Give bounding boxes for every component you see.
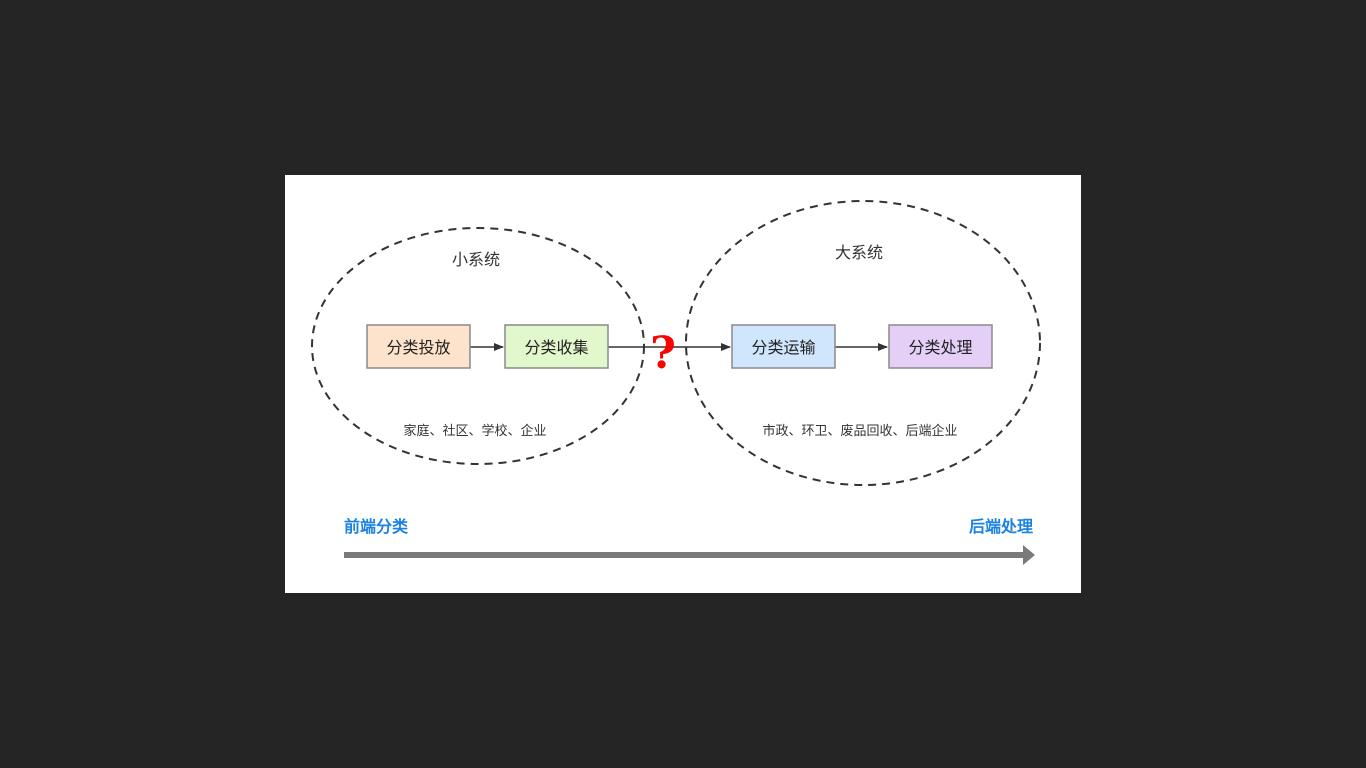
progress-axis-arrow xyxy=(344,545,1035,565)
node-sort-dispose-label: 分类投放 xyxy=(386,338,450,357)
node-sort-process-label: 分类处理 xyxy=(908,338,972,357)
axis-start-label: 前端分类 xyxy=(344,517,409,536)
small-system-boundary xyxy=(311,227,645,465)
large-system-boundary xyxy=(685,200,1041,486)
small-system-caption: 家庭、社区、学校、企业 xyxy=(403,423,546,439)
diagram-canvas: 小系统 家庭、社区、学校、企业 大系统 市政、环卫、废品回收、后端企业 ? 分类… xyxy=(285,175,1081,593)
node-sort-collect: 分类收集 xyxy=(504,324,609,369)
node-sort-collect-label: 分类收集 xyxy=(524,338,588,357)
node-sort-dispose: 分类投放 xyxy=(366,324,471,369)
flow-diagram: 小系统 家庭、社区、学校、企业 大系统 市政、环卫、废品回收、后端企业 ? 分类… xyxy=(311,200,1041,565)
axis-end-label: 后端处理 xyxy=(969,517,1033,536)
large-system-caption: 市政、环卫、废品回收、后端企业 xyxy=(762,423,957,439)
node-sort-process: 分类处理 xyxy=(888,324,993,369)
small-system-title: 小系统 xyxy=(452,250,500,269)
node-sort-transport: 分类运输 xyxy=(731,324,836,369)
large-system-title: 大系统 xyxy=(835,243,883,262)
question-mark-icon: ? xyxy=(650,328,676,379)
node-sort-transport-label: 分类运输 xyxy=(751,338,815,357)
